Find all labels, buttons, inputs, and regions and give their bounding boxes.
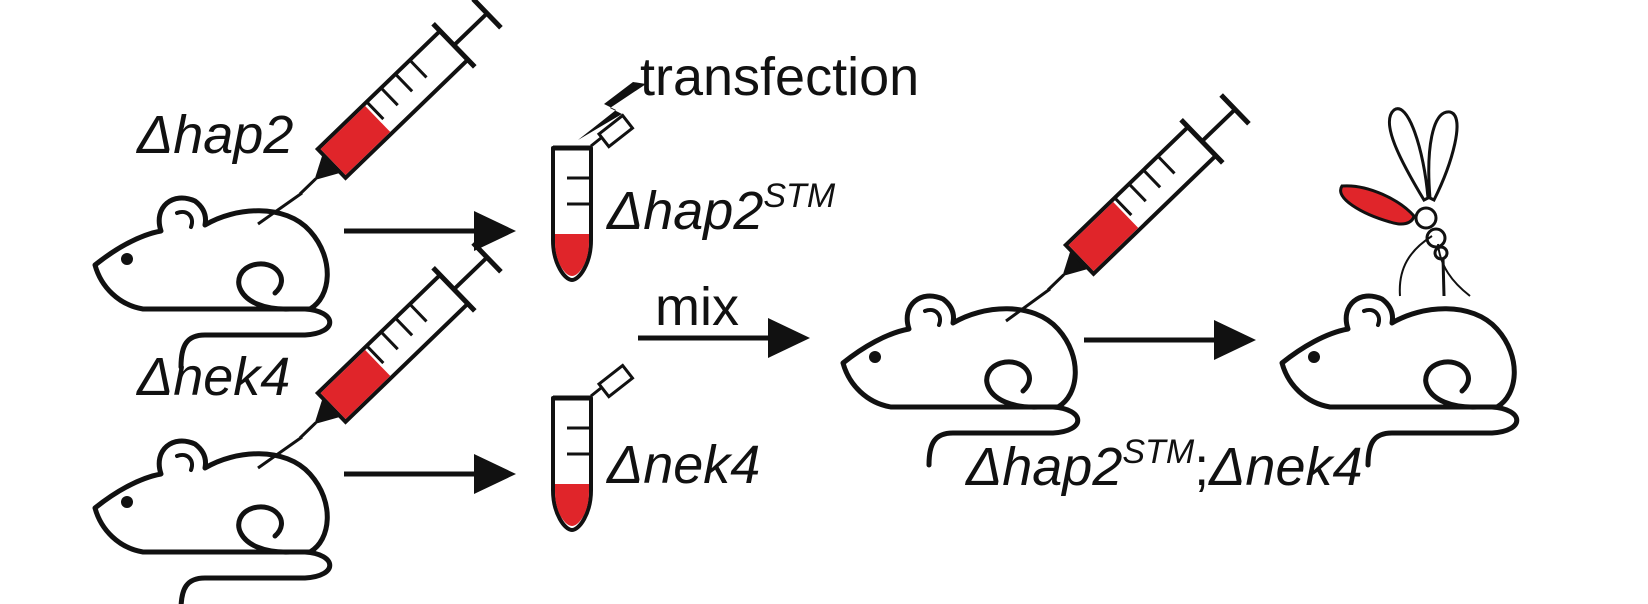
double-mutant-label: Δhap2STM;Δnek4: [966, 435, 1363, 497]
mosquito-icon: [1339, 107, 1471, 297]
nek4-tube-label-text: nek4: [643, 435, 761, 495]
delta-symbol: Δ: [137, 105, 174, 165]
nek4-strain-label: Δnek4: [137, 350, 290, 404]
nek4-label-text: nek4: [173, 347, 291, 407]
combo-base-text: hap2: [1002, 437, 1123, 497]
stm-superscript: STM: [763, 177, 836, 215]
combo-tail-text: nek4: [1245, 437, 1363, 497]
mouse-icon: [95, 441, 330, 604]
syringe-icon: [1027, 88, 1256, 312]
delta-symbol: Δ: [966, 437, 1003, 497]
mix-label: mix: [655, 277, 739, 337]
combo-stm-superscript: STM: [1122, 433, 1195, 471]
syringe-icon: [279, 0, 508, 216]
delta-symbol: Δ: [137, 347, 174, 407]
hap2-strain-label: Δhap2: [137, 108, 293, 162]
delta-symbol: Δ: [607, 435, 644, 495]
transfection-label: transfection: [640, 47, 920, 107]
hap2-label-text: hap2: [173, 105, 294, 165]
nek4-tube-label: Δnek4: [607, 438, 760, 492]
hap2-stm-label: Δhap2STM: [607, 179, 835, 241]
delta-symbol: Δ: [607, 181, 644, 241]
mouse-icon: [95, 198, 330, 367]
combo-separator: ;: [1194, 437, 1210, 497]
arrow-icon: [1084, 320, 1256, 360]
delta-symbol: Δ: [1209, 437, 1246, 497]
lightning-bolt-icon: [578, 82, 646, 140]
hap2-stm-base-text: hap2: [643, 181, 764, 241]
arrow-icon: [344, 211, 516, 251]
arrow-icon: [344, 454, 516, 494]
